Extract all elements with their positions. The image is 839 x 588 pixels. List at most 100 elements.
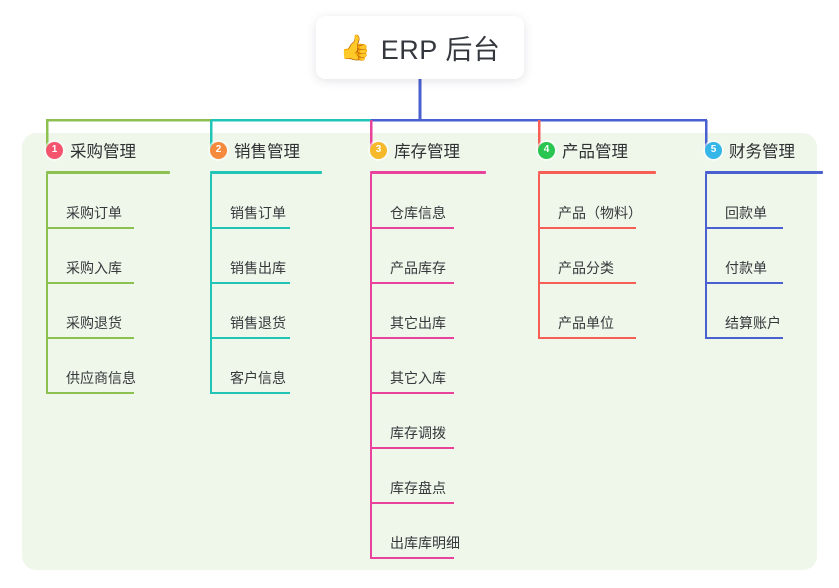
column-items: 仓库信息产品库存其它出库其它入库库存调拨库存盘点出库库明细 bbox=[352, 174, 486, 559]
column-header-rule bbox=[370, 171, 486, 174]
column-title: 销售管理 bbox=[234, 143, 300, 161]
list-item[interactable]: 回款单 bbox=[687, 174, 823, 229]
item-label: 产品库存 bbox=[390, 260, 446, 276]
item-underline bbox=[210, 227, 290, 229]
item-underline bbox=[210, 337, 290, 339]
list-item[interactable]: 采购退货 bbox=[28, 284, 170, 339]
item-label: 结算账户 bbox=[725, 315, 781, 331]
column-header-rule bbox=[538, 171, 656, 174]
column-title: 库存管理 bbox=[394, 143, 460, 161]
item-connector-stem bbox=[705, 284, 707, 339]
column-title: 财务管理 bbox=[729, 143, 795, 161]
column-header-rule bbox=[210, 171, 322, 174]
column-items: 采购订单采购入库采购退货供应商信息 bbox=[28, 174, 170, 394]
list-item[interactable]: 产品（物料） bbox=[520, 174, 656, 229]
item-underline bbox=[370, 557, 454, 559]
item-label: 产品（物料） bbox=[558, 205, 642, 221]
column-badge-icon: 3 bbox=[370, 141, 387, 159]
item-label: 库存盘点 bbox=[390, 480, 446, 496]
list-item[interactable]: 客户信息 bbox=[192, 339, 322, 394]
column-items: 产品（物料） 产品分类产品单位 bbox=[520, 174, 656, 339]
item-connector-stem bbox=[370, 284, 372, 339]
column-title: 产品管理 bbox=[562, 143, 628, 161]
item-label: 采购入库 bbox=[66, 260, 122, 276]
list-item[interactable]: 付款单 bbox=[687, 229, 823, 284]
item-underline bbox=[46, 282, 134, 284]
list-item[interactable]: 其它入库 bbox=[352, 339, 486, 394]
item-connector-stem bbox=[46, 284, 48, 339]
list-item[interactable]: 供应商信息 bbox=[28, 339, 170, 394]
column-header-5[interactable]: 5 财务管理 bbox=[687, 133, 823, 167]
column-header-3[interactable]: 3 库存管理 bbox=[352, 133, 486, 167]
list-item[interactable]: 结算账户 bbox=[687, 284, 823, 339]
item-underline bbox=[705, 337, 783, 339]
item-underline bbox=[705, 227, 783, 229]
item-underline bbox=[46, 337, 134, 339]
list-item[interactable]: 库存调拨 bbox=[352, 394, 486, 449]
list-item[interactable]: 产品分类 bbox=[520, 229, 656, 284]
list-item[interactable]: 销售出库 bbox=[192, 229, 322, 284]
list-item[interactable]: 仓库信息 bbox=[352, 174, 486, 229]
item-label: 采购退货 bbox=[66, 315, 122, 331]
item-underline bbox=[46, 227, 134, 229]
column-2: 2 销售管理销售订单销售出库销售退货客户信息 bbox=[192, 133, 322, 394]
list-item[interactable]: 产品库存 bbox=[352, 229, 486, 284]
list-item[interactable]: 其它出库 bbox=[352, 284, 486, 339]
item-label: 付款单 bbox=[725, 260, 767, 276]
item-connector-stem bbox=[370, 504, 372, 559]
item-label: 客户信息 bbox=[230, 370, 286, 386]
column-items: 回款单付款单结算账户 bbox=[687, 174, 823, 339]
item-underline bbox=[210, 392, 290, 394]
list-item[interactable]: 库存盘点 bbox=[352, 449, 486, 504]
list-item[interactable]: 销售退货 bbox=[192, 284, 322, 339]
item-underline bbox=[370, 337, 454, 339]
list-item[interactable]: 出库库明细 bbox=[352, 504, 486, 559]
item-label: 销售订单 bbox=[230, 205, 286, 221]
item-underline bbox=[46, 392, 134, 394]
column-badge-icon: 5 bbox=[705, 141, 722, 159]
column-header-2[interactable]: 2 销售管理 bbox=[192, 133, 322, 167]
item-connector-stem bbox=[210, 339, 212, 394]
item-underline bbox=[370, 282, 454, 284]
item-connector-stem bbox=[210, 174, 212, 229]
item-connector-stem bbox=[210, 229, 212, 284]
item-label: 供应商信息 bbox=[66, 370, 136, 386]
item-label: 其它出库 bbox=[390, 315, 446, 331]
item-connector-stem bbox=[538, 229, 540, 284]
item-connector-stem bbox=[370, 229, 372, 284]
list-item[interactable]: 采购订单 bbox=[28, 174, 170, 229]
item-underline bbox=[538, 282, 636, 284]
column-badge-icon: 1 bbox=[46, 141, 63, 159]
root-node-card[interactable]: 👍 ERP 后台 bbox=[316, 16, 524, 79]
item-connector-stem bbox=[370, 339, 372, 394]
column-3: 3 库存管理仓库信息产品库存其它出库其它入库库存调拨库存盘点出库库明细 bbox=[352, 133, 486, 559]
column-5: 5 财务管理回款单付款单结算账户 bbox=[687, 133, 823, 339]
column-badge-icon: 2 bbox=[210, 141, 227, 159]
item-underline bbox=[370, 227, 454, 229]
item-underline bbox=[210, 282, 290, 284]
list-item[interactable]: 销售订单 bbox=[192, 174, 322, 229]
item-connector-stem bbox=[210, 284, 212, 339]
item-connector-stem bbox=[538, 174, 540, 229]
item-label: 销售出库 bbox=[230, 260, 286, 276]
diagram-panel bbox=[22, 133, 817, 570]
item-connector-stem bbox=[370, 449, 372, 504]
item-label: 仓库信息 bbox=[390, 205, 446, 221]
list-item[interactable]: 采购入库 bbox=[28, 229, 170, 284]
item-label: 出库库明细 bbox=[390, 535, 460, 551]
item-label: 产品分类 bbox=[558, 260, 614, 276]
list-item[interactable]: 产品单位 bbox=[520, 284, 656, 339]
column-items: 销售订单销售出库销售退货客户信息 bbox=[192, 174, 322, 394]
item-connector-stem bbox=[705, 229, 707, 284]
item-label: 库存调拨 bbox=[390, 425, 446, 441]
item-connector-stem bbox=[46, 174, 48, 229]
item-connector-stem bbox=[370, 394, 372, 449]
item-connector-stem bbox=[46, 339, 48, 394]
item-underline bbox=[370, 392, 454, 394]
item-connector-stem bbox=[705, 174, 707, 229]
item-connector-stem bbox=[46, 229, 48, 284]
